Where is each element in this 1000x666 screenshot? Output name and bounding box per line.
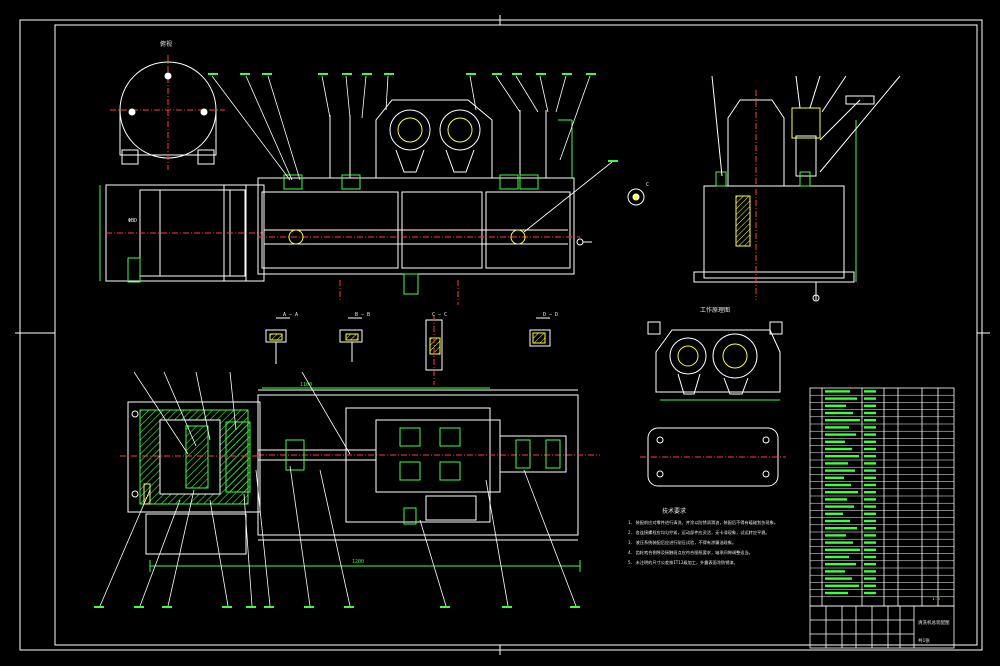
drawing-scale: 1:5 [932, 596, 940, 602]
parts-row-mark [825, 534, 846, 537]
parts-row-mark [825, 512, 843, 515]
drawing-sheet: 共1张 [918, 637, 930, 644]
parts-row-mark [825, 469, 855, 472]
parts-row-mark [825, 591, 848, 595]
parts-row-mark [864, 404, 876, 407]
dim-top: 1100 [300, 382, 312, 388]
parts-row-mark [825, 555, 849, 559]
parts-row-mark [825, 491, 858, 494]
note-line-5: 5. 未注明的尺寸公差按IT12级加工，外露表面涂防锈漆。 [628, 559, 738, 566]
leader-lines-top [211, 75, 613, 233]
parts-row-mark [864, 563, 876, 566]
sheet-border [15, 15, 990, 655]
gearbox-view [640, 321, 786, 487]
cylinder-section [120, 401, 261, 555]
parts-row-mark [825, 476, 844, 479]
parts-row-mark [864, 419, 876, 422]
section-label-dd: D — D [543, 312, 558, 318]
leader-tags-bottom [94, 606, 580, 608]
parts-row-mark [864, 584, 876, 587]
parts-row-mark [825, 505, 854, 508]
parts-row-mark [864, 411, 876, 415]
technical-notes: 技术要求 1. 装配前应对零件进行清洗，并涂以防锈润滑油，装配后不得有磕碰划伤现… [628, 507, 778, 566]
parts-row-mark [825, 447, 852, 451]
side-view [693, 75, 901, 302]
parts-row-mark [864, 483, 876, 487]
parts-row-mark [825, 584, 859, 587]
parts-row-mark [825, 563, 856, 566]
parts-row-mark [864, 519, 876, 523]
leader-tags-top [208, 73, 618, 162]
parts-row-mark [825, 483, 851, 487]
parts-row-mark [864, 433, 876, 436]
parts-list-rows [810, 390, 954, 598]
parts-row-mark [864, 541, 876, 544]
parts-row-mark [864, 491, 876, 494]
section-label-aa: A — A [283, 312, 298, 318]
section-label-cc: C — C [432, 312, 447, 318]
parts-row-mark [825, 462, 848, 465]
dim-bottom: 1200 [352, 559, 364, 565]
parts-row-mark [864, 505, 876, 508]
drum-elevation: ΦBD [99, 184, 265, 283]
parts-row-mark [864, 577, 876, 580]
parts-row-mark [825, 570, 845, 573]
gear-detail: C [627, 182, 649, 206]
parts-row-mark [864, 534, 876, 537]
svg-text:俯视: 俯视 [160, 40, 172, 48]
parts-row-mark [864, 462, 876, 465]
parts-row-mark [825, 548, 860, 551]
parts-row-mark [864, 548, 876, 551]
parts-row-mark [825, 527, 857, 530]
parts-row-mark [825, 498, 847, 501]
svg-text:C: C [646, 182, 649, 188]
parts-row-mark [825, 404, 846, 407]
parts-row-mark [825, 419, 860, 422]
gearbox-title: 工作原理图 [700, 306, 730, 314]
parts-row-mark [864, 469, 876, 472]
parts-row-mark [825, 397, 857, 400]
parts-row-mark [825, 411, 853, 415]
title-block [809, 605, 955, 649]
section-label-bb: B — B [355, 312, 370, 318]
parts-row-mark [864, 570, 876, 573]
parts-row-mark [825, 426, 849, 429]
parts-row-mark [864, 512, 876, 515]
parts-row-mark [825, 455, 859, 458]
note-line-2: 2. 各连接螺栓应均匀拧紧，运动部件应灵活，无卡滞现象，试运转应平稳。 [628, 529, 770, 536]
end-view-drum: 俯视 [110, 40, 225, 170]
notes-title: 技术要求 [662, 507, 686, 515]
parts-row-mark [864, 390, 876, 393]
parts-row-mark [825, 577, 852, 580]
plan-view [149, 387, 600, 572]
note-line-1: 1. 装配前应对零件进行清洗，并涂以防锈润滑油，装配后不得有磕碰划伤现象。 [628, 519, 778, 526]
parts-row-mark [825, 440, 845, 443]
leader-lines-bottom [99, 371, 577, 607]
parts-row-mark [825, 519, 850, 523]
parts-row-mark [864, 476, 876, 479]
note-line-4: 4. 齿轮啮合侧隙及接触斑点应符合图纸要求，轴承间隙调整适当。 [628, 549, 753, 556]
section-labels: A — A B — B C — C D — D [283, 312, 558, 318]
parts-row-mark [864, 426, 876, 429]
parts-row-mark [825, 390, 850, 393]
drawing-name: 清洗机总装配图 [918, 619, 950, 626]
section-details-row [265, 315, 551, 385]
parts-row-mark [864, 397, 876, 400]
parts-row-mark [864, 555, 876, 559]
parts-row-mark [825, 541, 853, 544]
note-line-3: 3. 液压系统装配后应进行耐压试验，不得有渗漏油现象。 [628, 539, 736, 546]
parts-row-mark [864, 527, 876, 530]
parts-row-mark [864, 591, 876, 595]
svg-text:ΦBD: ΦBD [128, 218, 137, 224]
parts-row-mark [864, 440, 876, 443]
parts-row-mark [825, 433, 856, 436]
parts-row-mark [864, 498, 876, 501]
parts-row-mark [864, 447, 876, 451]
parts-row-mark [864, 455, 876, 458]
main-frame-elevation [257, 99, 592, 305]
